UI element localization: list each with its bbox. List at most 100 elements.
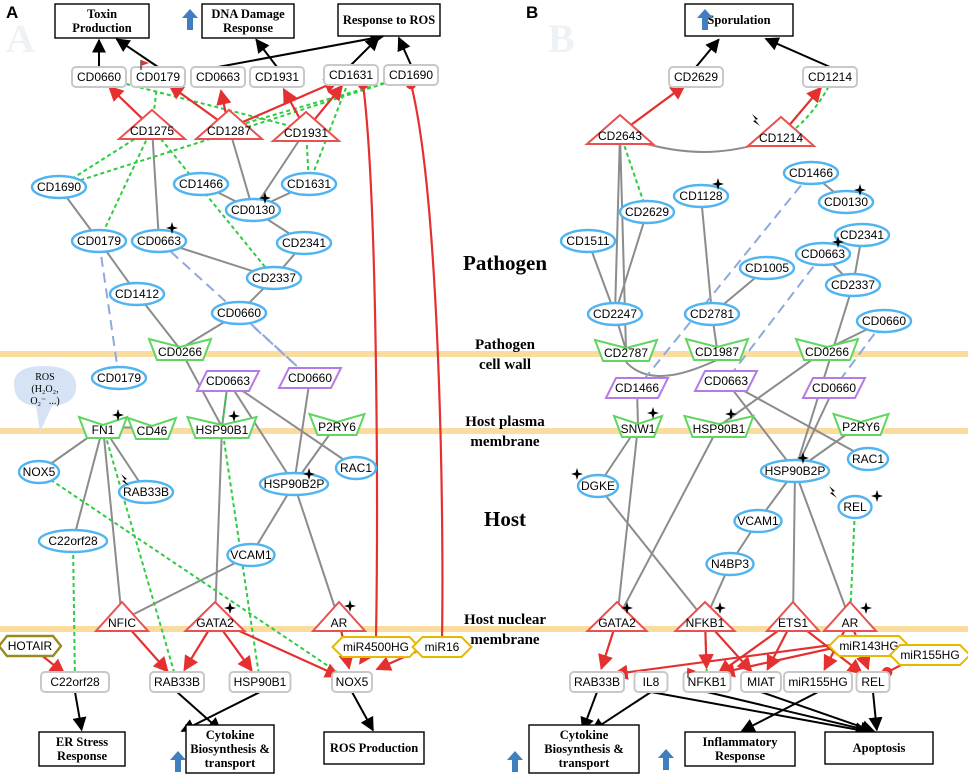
edge-13 — [227, 380, 295, 485]
up-arrow-icon-spo — [697, 9, 713, 30]
node-label: CD0663 — [196, 70, 240, 84]
edge-130 — [868, 691, 883, 732]
node-label: miR4500HG — [343, 640, 409, 654]
node-label: REL — [843, 500, 867, 514]
node-miat: MIAT — [740, 671, 782, 693]
ros-bubble-line3: O₂⁻ ...) — [30, 396, 59, 407]
mark-star-a13 — [259, 192, 271, 204]
edge-73 — [614, 211, 648, 315]
node-cd0660: CD0660 — [277, 367, 343, 389]
zone-plasma-1: Host plasma — [465, 414, 545, 430]
node-cd1987: CD1987 — [684, 337, 750, 361]
node-label: CD46 — [137, 424, 168, 438]
edge-106 — [636, 172, 812, 389]
edge-95 — [794, 470, 851, 621]
node-label: CD2643 — [598, 129, 642, 143]
up-arrow-icon-dna — [182, 9, 198, 30]
node-mir155hg: miR155HG — [888, 644, 968, 666]
edge-127 — [706, 691, 875, 736]
node-cd2629: CD2629 — [668, 66, 724, 88]
node-cd1631: CD1631 — [280, 171, 338, 197]
node-ets1: ETS1 — [764, 600, 822, 632]
edge-66 — [397, 36, 412, 66]
node-hsp90b2p: HSP90B2P — [759, 458, 831, 484]
zone-cell-wall-1: Pathogen — [475, 337, 536, 353]
node-gata2: GATA2 — [183, 600, 247, 632]
node-p2ry6: P2RY6 — [831, 412, 891, 436]
phenotype-label: Response — [223, 21, 273, 35]
phenotype-label: Cytokine — [560, 728, 609, 742]
zone-host: Host — [484, 507, 526, 531]
node-label: CD1987 — [695, 345, 739, 359]
node-label: CD1128 — [679, 189, 722, 203]
edge-103 — [849, 506, 856, 621]
phenotype-B_spo: Sporulation — [684, 3, 794, 37]
node-label: CD1214 — [808, 70, 852, 84]
node-label: CD2787 — [604, 346, 648, 360]
node-label: N4BP3 — [711, 557, 749, 571]
node-label: CD0179 — [97, 371, 141, 385]
node-cd0660: CD0660 — [71, 66, 127, 88]
mark-star-a26 — [228, 410, 240, 422]
node-label: FN1 — [92, 423, 115, 437]
edge-70 — [351, 691, 374, 732]
node-label: RAC1 — [340, 461, 372, 475]
node-label: CD1287 — [207, 124, 251, 138]
node-n4bp3: N4BP3 — [705, 551, 755, 577]
zone-labels: Pathogen Pathogen cell wall Host plasma … — [463, 251, 547, 648]
phenotype-label: DNA Damage — [211, 7, 285, 21]
phenotype-label: Cytokine — [206, 728, 255, 742]
node-cd2247: CD2247 — [586, 301, 644, 327]
node-label: NOX5 — [23, 465, 56, 479]
node-cd1287: CD1287 — [193, 108, 265, 140]
edge-129 — [740, 691, 819, 732]
node-label: CD0660 — [217, 306, 261, 320]
zone-plasma-2: membrane — [470, 434, 539, 450]
node-cd0179: CD0179 — [90, 365, 148, 391]
node-label: RAC1 — [852, 452, 884, 466]
phenotype-box — [528, 724, 640, 774]
node-nfic: NFIC — [93, 600, 151, 632]
node-cd1466: CD1466 — [604, 377, 670, 399]
node-label: CD1931 — [284, 126, 328, 140]
node-label: MIAT — [747, 675, 775, 689]
phenotype-label: transport — [559, 756, 611, 770]
cell-wall-band — [0, 351, 968, 357]
node-cd2629: CD2629 — [618, 199, 676, 225]
node-cd2337: CD2337 — [824, 272, 882, 298]
zone-pathogen: Pathogen — [463, 251, 547, 275]
node-label: CD1412 — [115, 287, 159, 301]
edge-74 — [587, 240, 616, 315]
mark-star-b24 — [725, 408, 737, 420]
node-label: CD0663 — [801, 247, 845, 261]
node-label: CD0130 — [231, 203, 275, 217]
node-label: HSP90B2P — [264, 477, 325, 491]
node-cd0179: CD0179 — [70, 228, 128, 254]
node-label: IL8 — [643, 675, 660, 689]
node-label: C22orf28 — [50, 675, 100, 689]
node-label: CD0660 — [862, 314, 906, 328]
phenotype-box — [201, 3, 295, 39]
plasma-membrane-band — [0, 428, 968, 434]
node-label: HOTAIR — [8, 639, 53, 653]
phenotype-box — [323, 731, 425, 765]
edge-67 — [72, 691, 87, 732]
node-label: CD0660 — [812, 381, 856, 395]
edge-curve-59 — [357, 78, 379, 641]
node-cd1466: CD1466 — [782, 160, 840, 186]
node-label: CD2337 — [252, 271, 296, 285]
zone-nuclear-1: Host nuclear — [464, 612, 546, 628]
edge-41 — [308, 74, 352, 185]
mark-star-b7 — [854, 184, 866, 196]
node-cd0663: CD0663 — [794, 241, 852, 267]
node-vcam1: VCAM1 — [733, 508, 783, 534]
edge-17 — [72, 426, 104, 542]
phenotype-B_apo: Apoptosis — [824, 731, 934, 765]
node-label: CD1275 — [130, 124, 174, 138]
phenotype-label: transport — [205, 756, 257, 770]
node-label: CD0663 — [704, 374, 748, 388]
